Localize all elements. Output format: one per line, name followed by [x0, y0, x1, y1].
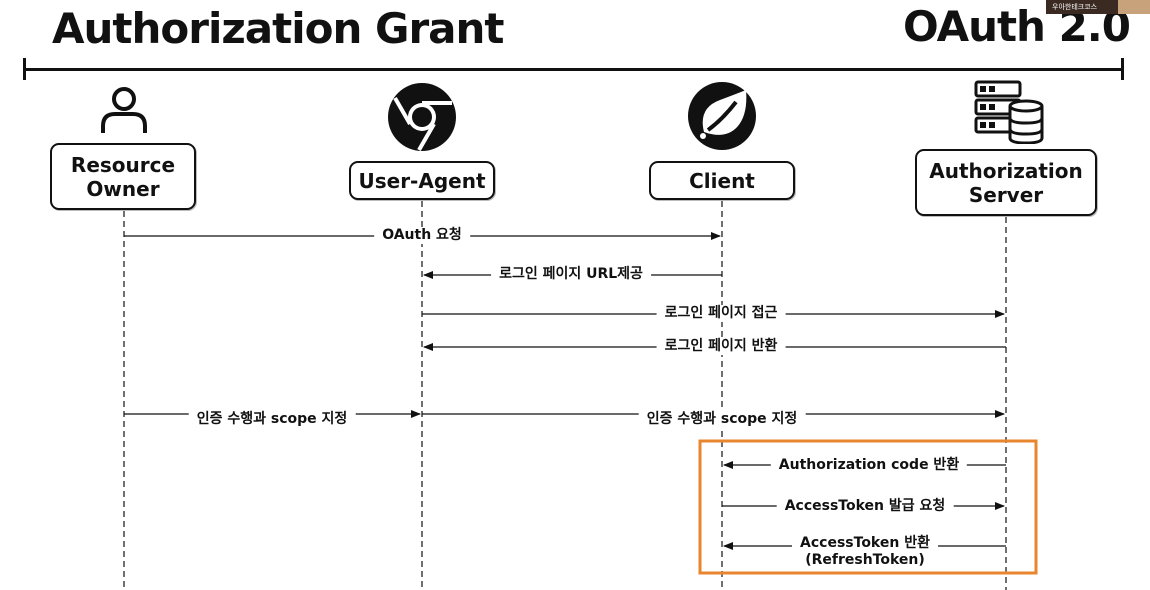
msg-login-page-return: 로그인 페이지 반환	[656, 338, 786, 355]
msg-access-token-return: AccessToken 반환 (RefreshToken)	[792, 535, 938, 569]
actor-user-agent: User-Agent	[349, 161, 495, 200]
actor-client: Client	[649, 161, 795, 200]
msg-login-page-url: 로그인 페이지 URL제공	[491, 266, 651, 283]
actor-authorization-server: Authorization Server	[915, 149, 1097, 216]
highlight-box	[698, 439, 1038, 575]
chrome-icon	[388, 83, 456, 151]
msg-auth-scope-agent: 인증 수행과 scope 지정	[638, 411, 806, 428]
msg-auth-code-return: Authorization code 반환	[770, 457, 968, 474]
presenter-thumbnail	[1118, 0, 1150, 14]
server-database-icon	[974, 80, 1044, 144]
title-rule	[24, 68, 1124, 71]
msg-auth-scope-owner: 인증 수행과 scope 지정	[188, 411, 356, 428]
msg-access-token-request: AccessToken 발급 요청	[776, 498, 954, 515]
title-rule-left-cap	[23, 58, 26, 80]
msg-oauth-request: OAuth 요청	[374, 227, 470, 244]
spring-leaf-icon	[688, 82, 756, 150]
diagram-title: Authorization Grant	[52, 4, 504, 53]
watermark-label: 우아한테크코스	[1052, 3, 1098, 11]
webcam-overlay: 우아한테크코스	[1046, 0, 1150, 14]
actor-resource-owner: Resource Owner	[50, 143, 196, 210]
title-rule-right-cap	[1121, 58, 1124, 80]
msg-login-page-access: 로그인 페이지 접근	[656, 305, 786, 322]
person-icon	[101, 87, 147, 133]
